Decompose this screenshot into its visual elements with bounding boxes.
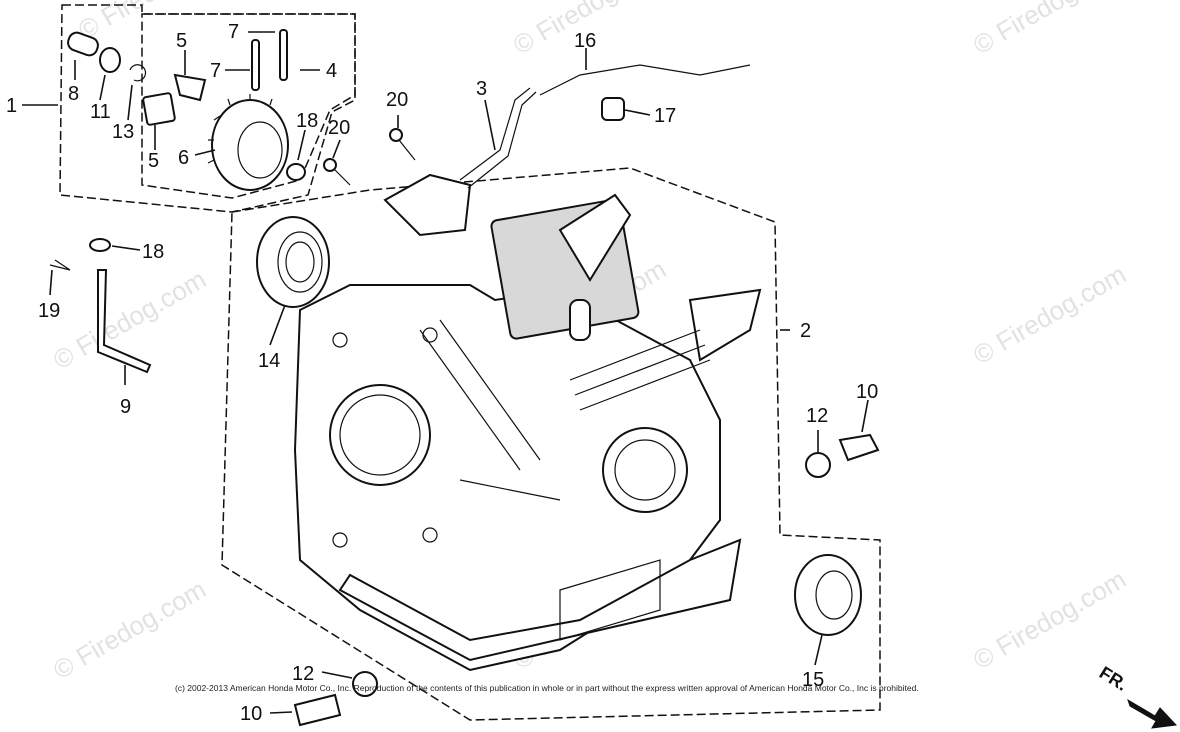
callout-12b: 12 [292,663,314,685]
watermark-7: © Firedog.com [48,574,211,685]
watermark-6: © Firedog.com [968,259,1131,370]
callout-9: 9 [120,396,131,418]
callout-5a: 5 [176,30,187,52]
callouts: 1 2 3 4 5 5 6 7 7 8 9 10 10 11 12 12 13 … [6,21,878,725]
group-box-1 [59,4,356,213]
callout-4: 4 [326,60,337,82]
callout-5b: 5 [148,150,159,172]
callout-20a: 20 [386,89,408,111]
oil-seal-15 [794,554,862,636]
callout-1: 1 [6,95,17,117]
callout-6: 6 [178,147,189,169]
front-label: FR. [1096,662,1131,694]
callout-7b: 7 [228,21,239,43]
callout-2: 2 [800,320,811,342]
callout-12a: 12 [806,405,828,427]
callout-20b: 20 [328,117,350,139]
watermark-1: © Firedog.com [73,0,236,45]
governor-gear-6 [207,94,289,191]
callout-11: 11 [90,101,111,123]
callout-16: 16 [574,30,596,52]
callout-17: 17 [654,105,676,127]
callout-13: 13 [112,121,134,143]
callout-18a: 18 [296,110,318,132]
callout-18b: 18 [142,241,164,263]
leader-lines [22,31,869,714]
callout-7a: 7 [210,60,221,82]
copyright-notice: (c) 2002-2013 American Honda Motor Co., … [175,683,919,693]
bearing-14 [256,216,330,308]
front-direction-indicator: FR. [1096,662,1178,729]
callout-10a: 10 [856,381,878,403]
watermark-9: © Firedog.com [968,564,1131,675]
group-box-2 [221,167,881,721]
callout-10b: 10 [240,703,262,725]
watermark-3: © Firedog.com [968,0,1131,60]
callout-3: 3 [476,78,487,100]
small-parts [49,29,880,727]
callout-15: 15 [802,669,824,691]
callout-14: 14 [258,350,280,372]
crankcase [293,193,762,672]
group-box-4 [141,13,356,199]
front-arrow-icon [1127,698,1178,729]
callout-19: 19 [38,300,60,322]
callout-8: 8 [68,83,79,105]
